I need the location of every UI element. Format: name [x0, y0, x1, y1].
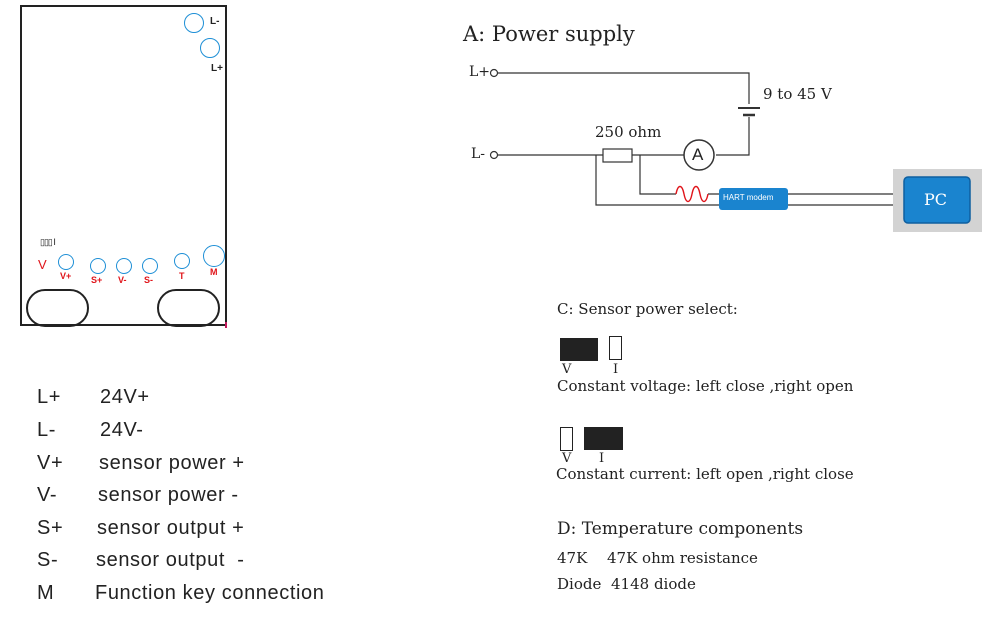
board-corner-mark — [225, 322, 227, 328]
voltage-label: 9 to 45 V — [763, 85, 832, 103]
constant-current-text: Constant current: left open ,right close — [556, 465, 854, 483]
legend-key: S- — [37, 549, 59, 571]
temp-line2-value: 4148 diode — [611, 575, 696, 593]
terminal-v-plus — [58, 254, 74, 270]
voltage-i-label: I — [613, 362, 619, 377]
terminal-v-minus — [116, 258, 132, 274]
legend-key: L- — [37, 419, 56, 441]
l-plus-wire — [498, 72, 750, 104]
temp-line2-key: Diode — [557, 575, 602, 593]
terminal-label-s-plus: S+ — [91, 275, 103, 285]
hart-upper-wire — [639, 155, 676, 195]
legend-desc: sensor output + — [97, 517, 245, 539]
mounting-slot-right — [157, 289, 220, 327]
ammeter-label: A — [692, 145, 704, 164]
terminal-s-plus — [90, 258, 106, 274]
terminal-t — [174, 253, 190, 269]
voltage-v-label: V — [562, 362, 572, 377]
hart-lower-wire — [595, 155, 895, 206]
terminal-l-plus — [200, 38, 220, 58]
sensor-select-title: C: Sensor power select: — [557, 300, 738, 318]
resistor-250-ohm — [602, 148, 633, 163]
l-minus-label: L- — [471, 146, 486, 162]
current-left-open-swatch — [560, 427, 573, 451]
terminal-l-minus — [184, 13, 204, 33]
terminal-label-m: M — [210, 267, 218, 277]
legend-desc: sensor power - — [98, 484, 239, 506]
legend-key: L+ — [37, 386, 62, 408]
temp-line1-key: 47K — [557, 549, 588, 567]
voltage-right-open-swatch — [609, 336, 622, 360]
board-label-l-plus: L+ — [211, 63, 223, 74]
power-supply-title: A: Power supply — [463, 22, 635, 46]
legend-key: M — [37, 582, 55, 604]
legend-key: V+ — [37, 452, 64, 474]
pc-label: PC — [924, 190, 948, 209]
hart-modem-box — [719, 188, 788, 210]
terminal-label-t: T — [179, 271, 185, 281]
current-i-label: I — [599, 451, 605, 466]
legend-key: S+ — [37, 517, 64, 539]
hart-coil — [675, 185, 709, 203]
terminal-s-minus — [142, 258, 158, 274]
board-switch-glyph: ▯▯▯ I — [40, 237, 56, 247]
terminal-label-s-minus: S- — [144, 275, 153, 285]
transmitter-board: L- L+ ▯▯▯ I V V+ S+ V- S- T M — [20, 5, 227, 327]
voltage-left-closed-swatch — [560, 338, 598, 361]
mounting-slot-left — [26, 289, 89, 327]
legend-desc: Function key connection — [95, 582, 325, 604]
l-minus-node — [489, 150, 499, 160]
hart-modem-label: HART modem — [723, 193, 774, 202]
l-plus-label: L+ — [469, 64, 491, 80]
temp-line1-value: 47K ohm resistance — [607, 549, 758, 567]
legend-desc: sensor output - — [96, 549, 245, 571]
legend-key: V- — [37, 484, 58, 506]
battery-to-ammeter-wire — [716, 117, 750, 156]
terminal-label-v-minus: V- — [118, 275, 127, 285]
legend-desc: sensor power + — [99, 452, 245, 474]
board-label-v: V — [38, 257, 47, 272]
current-v-label: V — [562, 451, 572, 466]
l-plus-node — [489, 68, 499, 78]
temperature-title: D: Temperature components — [557, 519, 804, 539]
resistor-label: 250 ohm — [595, 123, 662, 141]
terminal-label-v-plus: V+ — [60, 271, 72, 281]
constant-voltage-text: Constant voltage: left close ,right open — [557, 377, 854, 395]
current-right-closed-swatch — [584, 427, 623, 450]
terminal-m — [203, 245, 225, 267]
legend-desc: 24V- — [100, 419, 144, 441]
legend-desc: 24V+ — [100, 386, 150, 408]
pc-box — [903, 176, 971, 224]
board-label-l-minus: L- — [210, 16, 220, 27]
